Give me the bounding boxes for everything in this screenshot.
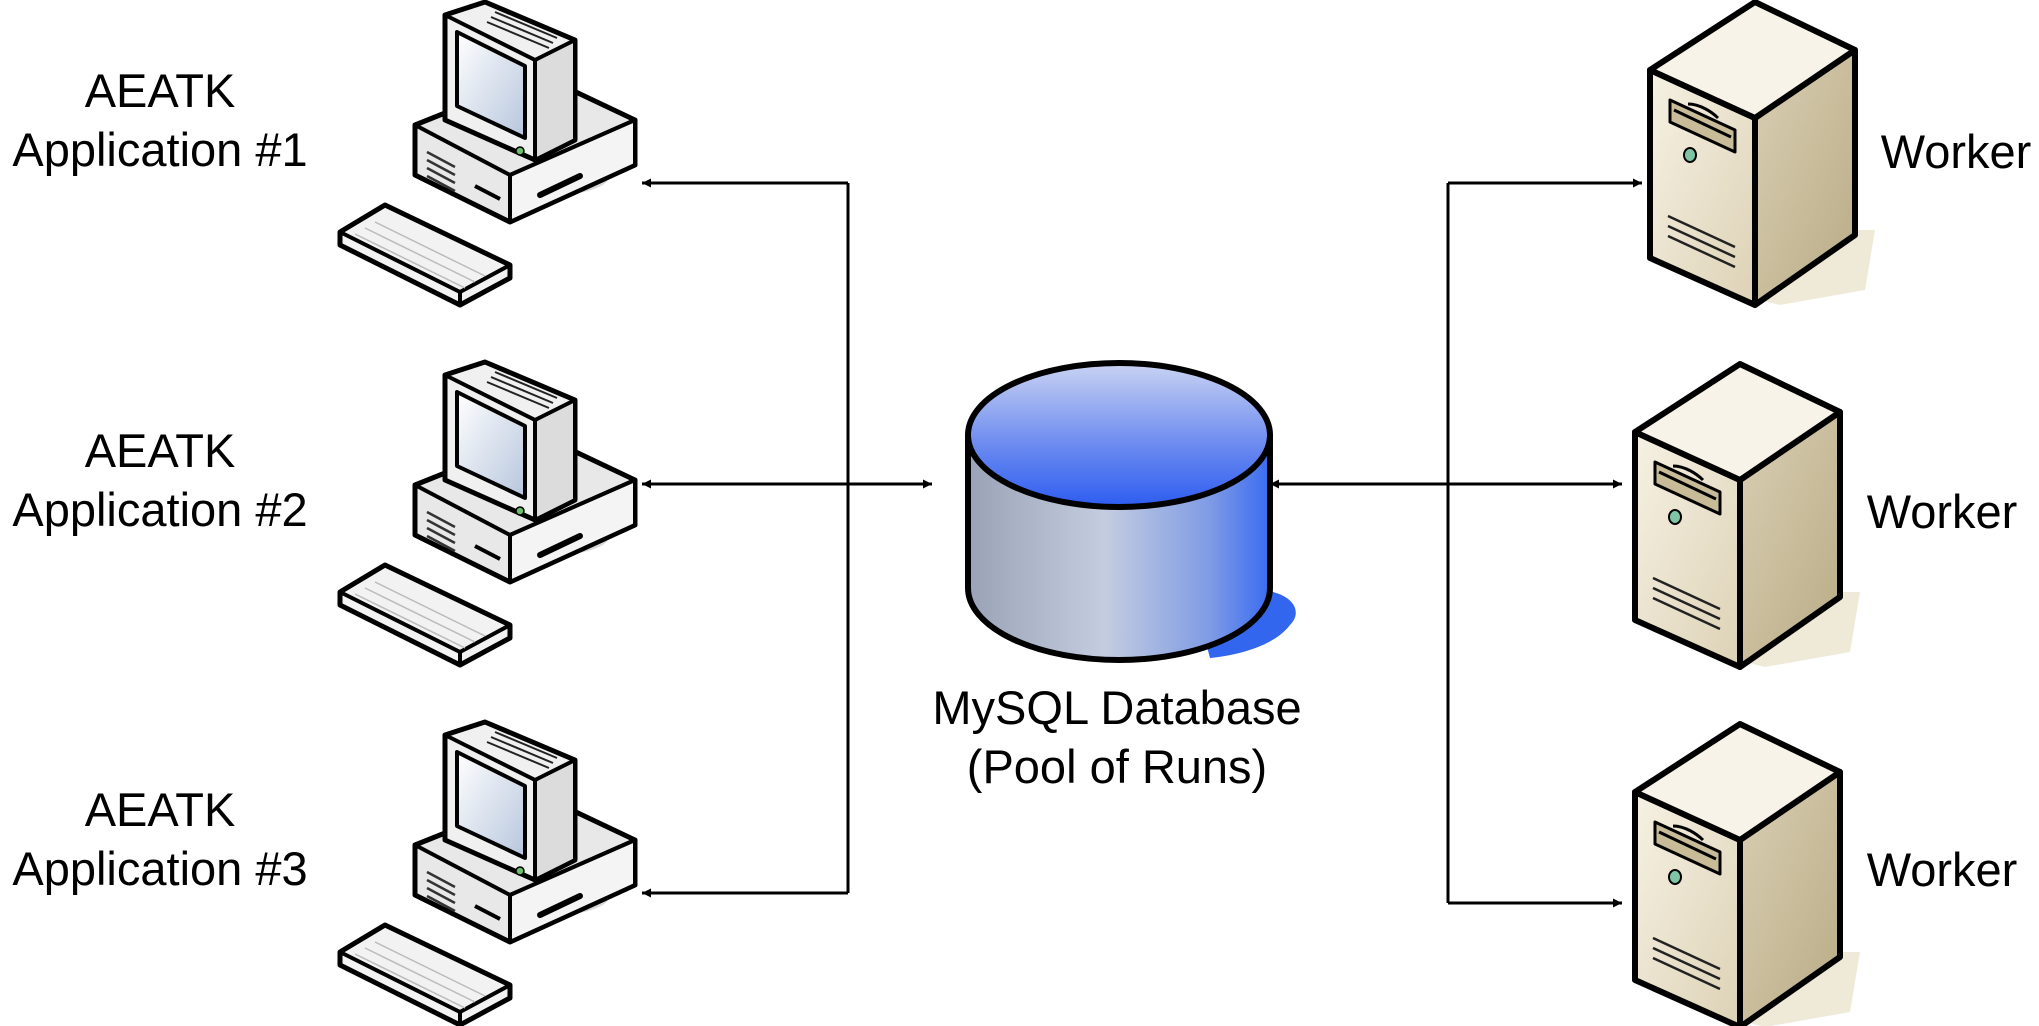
database-label: MySQL Database (Pool of Runs) (900, 678, 1334, 796)
worker-1-text: Worker (1880, 125, 2032, 178)
computer-icon-app-2 (340, 362, 635, 665)
worker-3-text: Worker (1866, 843, 2018, 896)
application-2-name: AEATK (84, 424, 236, 477)
application-1-label: AEATK Application #1 (0, 61, 320, 179)
computer-icon-app-3 (340, 722, 635, 1025)
application-3-name: AEATK (84, 783, 236, 836)
application-3-number: Application #3 (12, 842, 308, 895)
application-3-label: AEATK Application #3 (0, 780, 320, 898)
worker-1-label: Worker (1856, 122, 2039, 181)
worker-2-text: Worker (1866, 485, 2018, 538)
worker-3-label: Worker (1842, 840, 2039, 899)
computer-icon-app-1 (340, 2, 635, 305)
application-1-number: Application #1 (12, 123, 308, 176)
application-2-number: Application #2 (12, 483, 308, 536)
worker-2-label: Worker (1842, 482, 2039, 541)
server-icon-worker-3 (1635, 724, 1860, 1026)
database-cylinder-icon (965, 360, 1296, 663)
server-icon-worker-1 (1650, 2, 1875, 305)
database-description: (Pool of Runs) (966, 740, 1268, 793)
application-1-name: AEATK (84, 64, 236, 117)
server-icon-worker-2 (1635, 364, 1860, 667)
database-name: MySQL Database (932, 681, 1302, 734)
connector-lines (642, 178, 1642, 908)
application-2-label: AEATK Application #2 (0, 421, 320, 539)
